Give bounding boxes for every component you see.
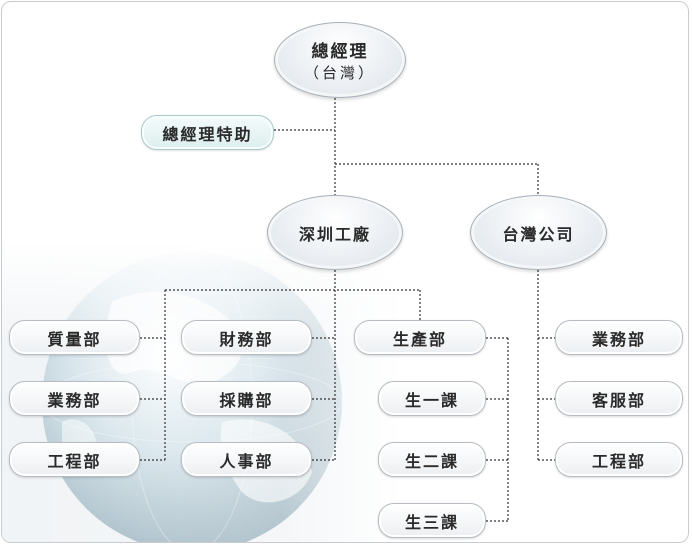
node-engineering-dept-tw: 工程部 [555, 442, 683, 477]
node-label: 業務部 [47, 390, 102, 410]
node-sales-dept-tw: 業務部 [555, 320, 683, 355]
node-production-section-1: 生一課 [378, 381, 486, 416]
node-label: 業務部 [591, 329, 646, 349]
node-general-manager-title: 總經理 [311, 42, 369, 62]
node-production-section-3: 生三課 [378, 503, 486, 538]
node-label: 財務部 [219, 329, 274, 349]
node-label: 質量部 [47, 329, 102, 349]
node-label: 人事部 [219, 451, 274, 471]
node-shenzhen-label: 深圳工廠 [298, 224, 371, 244]
node-production-dept: 生產部 [354, 320, 486, 355]
node-shenzhen-factory: 深圳工廠 [267, 195, 403, 270]
node-label: 生產部 [392, 329, 447, 349]
node-production-section-2: 生二課 [378, 442, 486, 477]
node-sales-dept-sz: 業務部 [9, 381, 140, 416]
node-customer-service-dept: 客服部 [555, 381, 683, 416]
node-general-manager-location: （台灣） [303, 64, 376, 82]
node-taiwan-label: 台灣公司 [502, 224, 575, 244]
node-label: 生二課 [404, 451, 459, 471]
node-engineering-dept-sz: 工程部 [9, 442, 140, 477]
node-taiwan-company: 台灣公司 [470, 195, 607, 270]
node-assistant-label: 總經理特助 [162, 124, 253, 144]
node-label: 採購部 [219, 390, 274, 410]
node-label: 工程部 [47, 451, 102, 471]
node-assistant: 總經理特助 [141, 115, 274, 150]
node-label: 工程部 [591, 451, 646, 471]
node-quality-dept: 質量部 [9, 320, 140, 355]
node-purchasing-dept: 採購部 [181, 381, 312, 416]
node-finance-dept: 財務部 [181, 320, 312, 355]
node-hr-dept: 人事部 [181, 442, 312, 477]
node-label: 生一課 [404, 390, 459, 410]
node-label: 生三課 [404, 512, 459, 532]
node-general-manager: 總經理 （台灣） [274, 22, 406, 98]
node-label: 客服部 [591, 390, 646, 410]
